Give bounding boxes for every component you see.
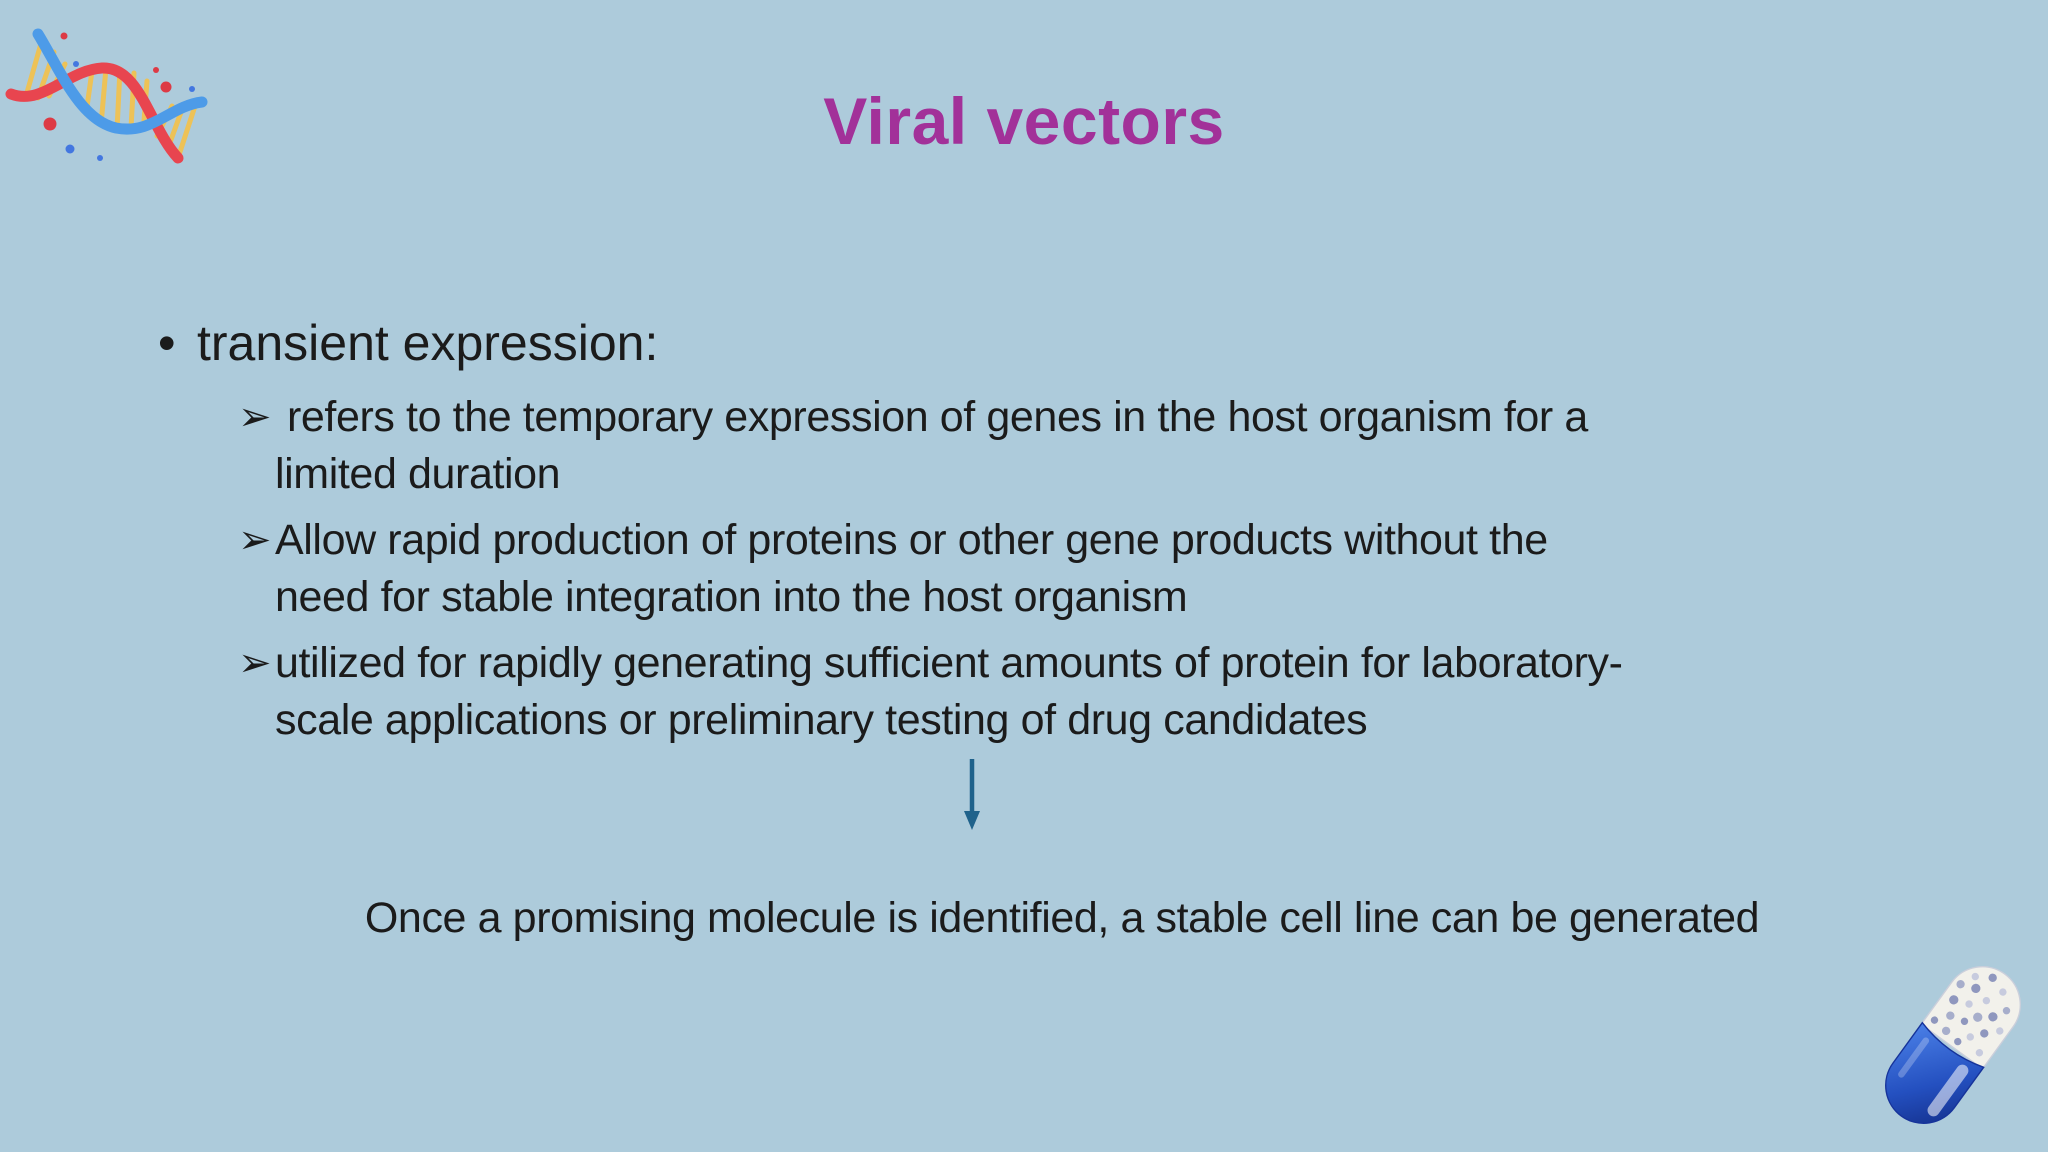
dna-dots bbox=[43, 32, 195, 161]
sub-bullet: ➢ refers to the temporary expression of … bbox=[238, 389, 1958, 503]
down-arrow-icon bbox=[960, 758, 984, 832]
slide-title: Viral vectors bbox=[823, 84, 1225, 158]
sub-bullet-line: limited duration bbox=[275, 450, 561, 498]
dna-blue-strand bbox=[32, 28, 208, 135]
sub-bullet-line: Allow rapid production of proteins or ot… bbox=[275, 516, 1548, 564]
sub-bullet-line: need for stable integration into the hos… bbox=[275, 573, 1188, 621]
sub-bullet-line: utilized for rapidly generating sufficie… bbox=[275, 639, 1623, 687]
bullet-text: transient expression: bbox=[197, 315, 659, 371]
sub-bullet-text: Allow rapid production of proteins or ot… bbox=[275, 512, 1548, 626]
sub-bullet: ➢ utilized for rapidly generating suffic… bbox=[238, 635, 1958, 749]
pill-granules bbox=[1930, 972, 2011, 1057]
sub-bullet-line: scale applications or preliminary testin… bbox=[275, 696, 1368, 744]
conclusion-text: Once a promising molecule is identified,… bbox=[364, 894, 1760, 942]
sub-bullet-line: refers to the temporary expression of ge… bbox=[287, 393, 1588, 441]
dna-helix-icon bbox=[2, 8, 220, 168]
bullet-marker: • bbox=[158, 315, 176, 371]
sub-bullet-list: ➢ refers to the temporary expression of … bbox=[238, 389, 1958, 749]
sub-bullet-text: utilized for rapidly generating sufficie… bbox=[275, 635, 1623, 749]
sub-bullet-text: refers to the temporary expression of ge… bbox=[275, 389, 1588, 503]
bullet-item: • transient expression: bbox=[158, 311, 1958, 376]
sub-bullet-marker: ➢ bbox=[238, 641, 272, 685]
slide-body: • transient expression: ➢ refers to the … bbox=[158, 311, 1958, 758]
sub-bullet-marker: ➢ bbox=[238, 518, 272, 562]
sub-bullet: ➢ Allow rapid production of proteins or … bbox=[238, 512, 1958, 626]
pill-capsule-icon bbox=[1842, 934, 2048, 1152]
sub-bullet-marker: ➢ bbox=[238, 395, 272, 439]
